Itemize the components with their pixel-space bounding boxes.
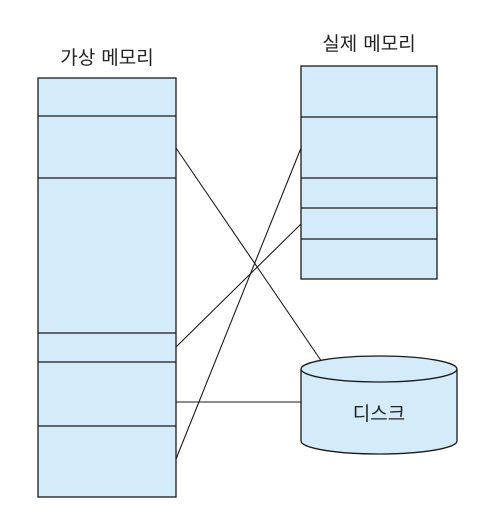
physical-memory-label: 실제 메모리 [322, 33, 415, 55]
virtual-memory-label: 가상 메모리 [60, 47, 153, 69]
mapping-line-page1-to-disk [175, 147, 323, 363]
disk-label: 디스크 [353, 403, 405, 425]
physical-memory-box [300, 65, 438, 280]
physical-memory-block [300, 65, 438, 280]
disk-cylinder [300, 355, 458, 455]
mapping-line-page6-to-frame [175, 147, 302, 460]
disk-body [300, 369, 458, 455]
mapping-lines [175, 147, 323, 460]
disk-top [300, 355, 458, 383]
mapping-line-page4-to-frame [175, 223, 302, 348]
virtual-memory-box [37, 77, 177, 498]
virtual-memory-block [37, 77, 177, 498]
